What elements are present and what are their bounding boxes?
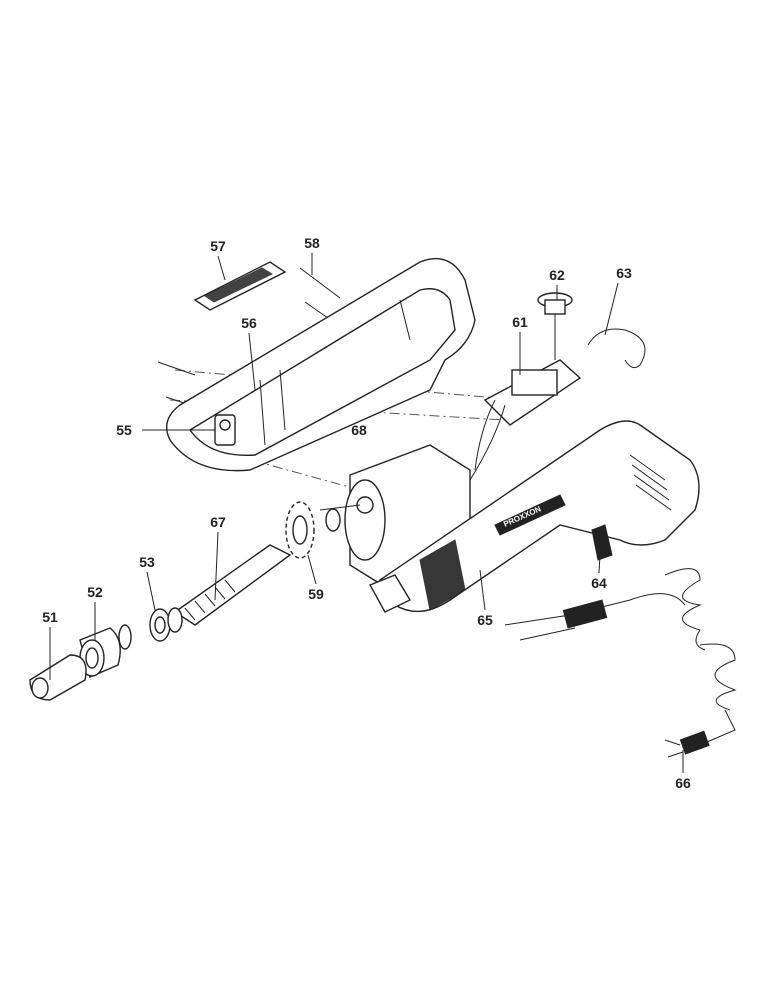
callout-61: 61 [512,314,528,330]
callout-63: 63 [616,265,632,281]
callout-67: 67 [210,514,226,530]
part-67-spindle [173,544,292,626]
callout-58: 58 [304,235,320,251]
callout-64: 64 [591,575,607,591]
part-57-rating-plate [193,261,287,311]
part-51-drill-chuck [29,654,87,701]
part-59-fan [285,501,341,559]
callout-55: 55 [116,422,132,438]
callout-62: 62 [549,267,565,283]
part-66-power-cord [504,568,737,758]
callout-51: 51 [42,609,58,625]
part-56-housing-shell [166,257,476,472]
callout-57: 57 [210,238,226,254]
callout-53: 53 [139,554,155,570]
callout-66: 66 [675,775,691,791]
part-65-housing: PROXXON [369,420,700,613]
callout-59: 59 [308,586,324,602]
leader-lines [49,253,684,773]
callout-65: 65 [477,612,493,628]
part-55-switch-slider [214,414,236,446]
callout-52: 52 [87,584,103,600]
part-62-speed-knob [537,292,573,360]
part-63-wire-clip [587,328,646,369]
callout-56: 56 [241,315,257,331]
callout-68: 68 [351,422,367,438]
part-64-lock-button [591,524,613,561]
part-53-bearing [118,607,183,650]
